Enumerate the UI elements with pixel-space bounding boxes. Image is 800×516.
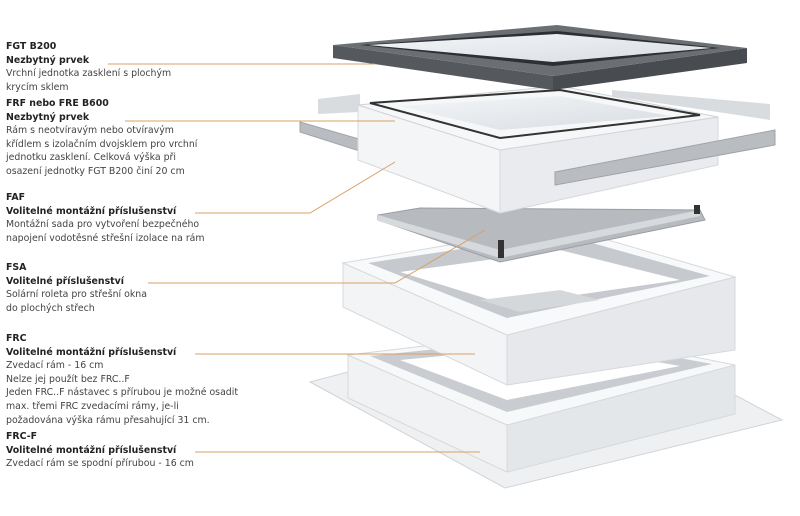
item-desc: požadována výška rámu přesahující 31 cm. (6, 414, 210, 426)
item-faf: FAF Volitelné montážní příslušenství Mon… (6, 191, 205, 245)
item-type: Nezbytný prvek (6, 54, 90, 66)
item-frf-fre-b600: FRF nebo FRE B600 Nezbytný prvek Rám s n… (6, 97, 197, 179)
item-type: Volitelné montážní příslušenství (6, 346, 177, 358)
item-desc: napojení vodotěsné střešní izolace na rá… (6, 232, 205, 244)
item-fgt-b200: FGT B200 Nezbytný prvek Vrchní jednotka … (6, 40, 171, 94)
leader-lines (108, 63, 486, 453)
item-code: FGT B200 (6, 41, 57, 52)
frc-raising-frame (341, 225, 737, 386)
fsa-solar-blind (377, 205, 706, 263)
frf-frame-unit (299, 85, 776, 214)
item-code: FRC-F (6, 431, 38, 442)
item-desc: do plochých střech (6, 302, 95, 314)
item-desc: Solární roleta pro střešní okna (6, 289, 147, 301)
fgt-glazing-unit (333, 25, 747, 90)
item-desc: Rám s neotvíravým nebo otvíravým (6, 125, 174, 137)
item-desc: Nelze jej použít bez FRC..F (6, 373, 130, 385)
item-desc: krycím sklem (6, 81, 69, 93)
item-desc: jednotku zasklení. Celková výška při (6, 152, 176, 164)
item-type: Volitelné montážní příslušenství (6, 444, 177, 456)
item-code: FRF nebo FRE B600 (6, 98, 109, 109)
item-desc: max. třemi FRC zvedacími rámy, je-li (6, 400, 179, 412)
item-code: FAF (6, 192, 25, 203)
item-desc: Jeden FRC..F nástavec s přírubou je možn… (6, 387, 239, 399)
item-desc: Vrchní jednotka zasklení s plochým (6, 68, 172, 80)
item-desc: Zvedací rám se spodní přírubou - 16 cm (6, 458, 194, 470)
item-type: Nezbytný prvek (6, 111, 90, 123)
item-desc: osazení jednotky FGT B200 činí 20 cm (6, 165, 185, 177)
item-frc: FRC Volitelné montážní příslušenství Zve… (6, 332, 238, 427)
item-code: FSA (6, 262, 27, 273)
item-fsa: FSA Volitelné příslušenství Solární role… (6, 261, 147, 315)
item-type: Volitelné příslušenství (6, 275, 124, 287)
item-desc: Montážní sada pro vytvoření bezpečného (6, 219, 200, 231)
item-code: FRC (6, 333, 27, 344)
item-frc-f: FRC-F Volitelné montážní příslušenství Z… (6, 430, 194, 471)
item-desc: křídlem s izolačním dvojsklem pro vrchní (6, 138, 198, 150)
item-desc: Zvedací rám - 16 cm (6, 360, 104, 372)
item-type: Volitelné montážní příslušenství (6, 205, 177, 217)
